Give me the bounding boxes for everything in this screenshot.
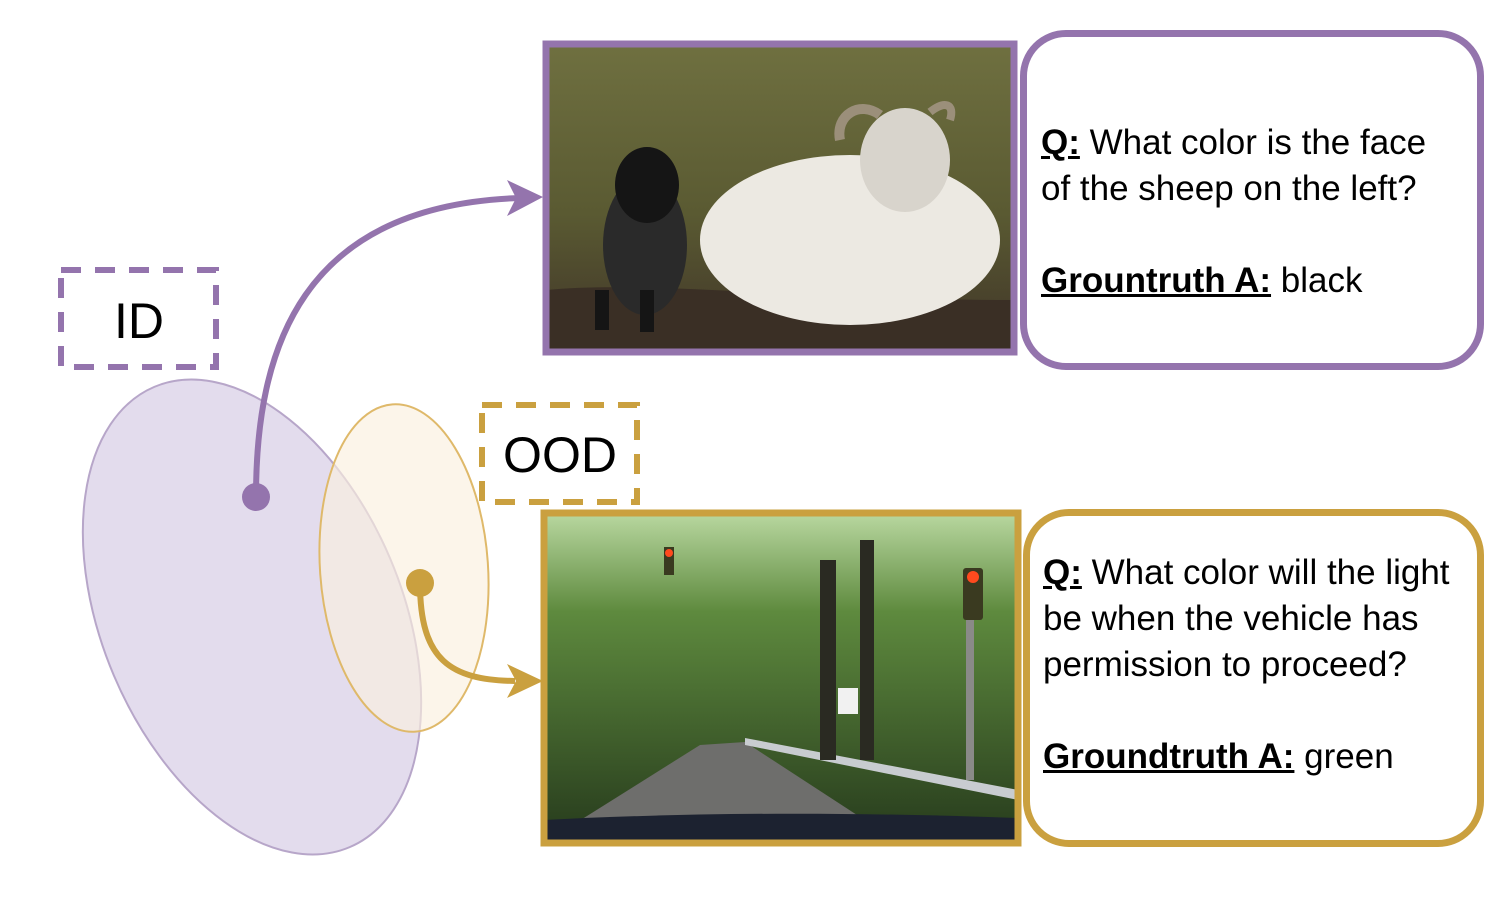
ood-answer-label: Groundtruth A: [1043,737,1295,776]
ood-image-frame [540,509,1022,847]
ood-qa-box: Q: What color will the light be when the… [1023,509,1484,847]
id-answer: Grountruth A: black [1041,258,1463,304]
ood-tag-label: OOD [503,427,617,483]
id-question-text: What color is the face of the sheep on t… [1041,123,1427,208]
id-answer-text: black [1271,261,1363,300]
id-qa-box: Q: What color is the face of the sheep o… [1020,30,1484,370]
ood-sample-point [406,569,434,597]
ood-tag-box [479,402,640,505]
id-arrow [253,195,521,498]
id-question-label: Q: [1041,123,1080,162]
ood-question-label: Q: [1043,553,1082,592]
id-image-sheep-photo [546,44,1014,352]
ood-image-road-photo [544,513,1018,843]
id-question: Q: What color is the face of the sheep o… [1041,120,1463,212]
id-sample-point [242,483,270,511]
id-image-frame [542,40,1018,356]
ood-question-text: What color will the light be when the ve… [1043,553,1450,684]
id-tag-box [58,267,219,370]
ood-question: Q: What color will the light be when the… [1043,550,1463,688]
ood-distribution-ellipse [318,403,490,733]
id-arrowhead [507,180,543,216]
id-answer-label: Grountruth A: [1041,261,1272,300]
ood-arrowhead [507,664,543,698]
ood-answer-text: green [1294,737,1394,776]
id-tag-label: ID [114,293,164,349]
ood-arrow [417,582,516,684]
ood-answer: Groundtruth A: green [1043,734,1463,780]
